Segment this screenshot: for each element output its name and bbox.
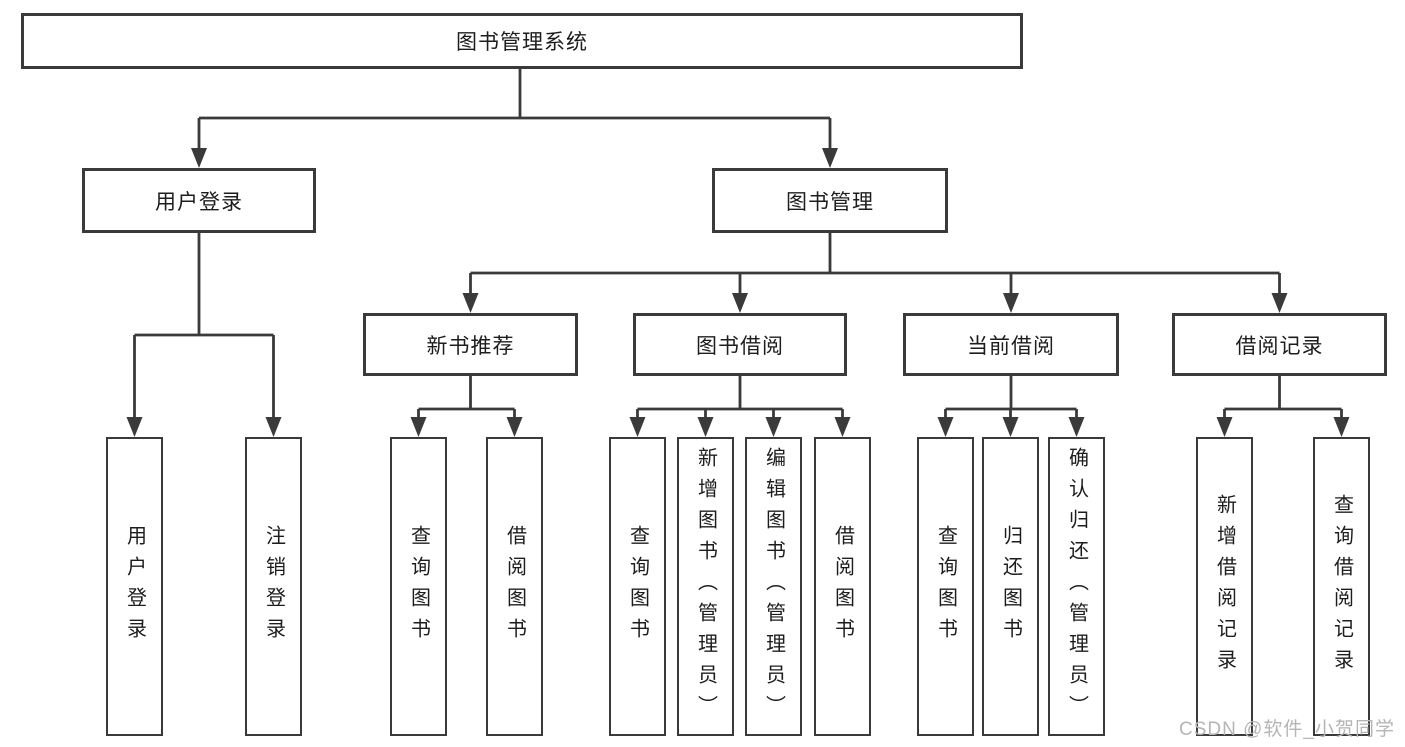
arrow-icon [937, 417, 954, 437]
arrow-icon [1003, 293, 1019, 313]
arrow-icon [265, 417, 282, 437]
leaf-edit-books-admin: 编辑图书（管理员） [745, 437, 802, 736]
leaf-user-login-label: 用户登录 [123, 524, 146, 649]
node-borrow-records: 借阅记录 [1172, 313, 1387, 376]
arrowheads [126, 148, 1350, 437]
leaf-logout: 注销登录 [245, 437, 302, 736]
leaf-add-borrow-record: 新增借阅记录 [1196, 437, 1253, 736]
node-new-book-recommend: 新书推荐 [363, 313, 578, 376]
node-new-book-recommend-label: 新书推荐 [426, 334, 515, 358]
connector-root [197, 69, 832, 150]
leaf-recommend-query-books: 查询图书 [390, 437, 447, 736]
arrow-icon [1216, 417, 1233, 437]
leaf-borrow-query-books: 查询图书 [609, 437, 666, 736]
leaf-borrow-query-books-label: 查询图书 [626, 524, 649, 649]
arrow-icon [629, 417, 646, 437]
node-book-management: 图书管理 [712, 168, 948, 233]
arrow-icon [1002, 417, 1019, 437]
leaf-add-books-admin-label: 新增图书（管理员） [694, 447, 717, 726]
watermark: CSDN @软件_小贺同学 [1179, 719, 1395, 740]
leaf-current-query-books: 查询图书 [917, 437, 974, 736]
arrow-icon [462, 293, 479, 313]
leaf-query-borrow-record-label: 查询借阅记录 [1330, 493, 1353, 680]
leaf-borrow-books: 借阅图书 [814, 437, 871, 736]
connector-book-borrow [636, 376, 844, 420]
arrow-icon [697, 417, 714, 437]
leaf-confirm-return-admin-label: 确认归还（管理员） [1065, 447, 1088, 726]
leaf-logout-label: 注销登录 [262, 524, 285, 649]
arrow-icon [765, 417, 782, 437]
arrow-icon [191, 148, 207, 168]
arrow-icon [822, 148, 838, 168]
node-borrow-records-label: 借阅记录 [1235, 334, 1324, 358]
leaf-edit-books-admin-label: 编辑图书（管理员） [762, 447, 785, 726]
connector-borrow-records [1223, 376, 1343, 420]
node-current-borrow: 当前借阅 [903, 313, 1119, 376]
leaf-add-books-admin: 新增图书（管理员） [677, 437, 734, 736]
leaf-borrow-books-label: 借阅图书 [831, 524, 854, 649]
leaf-add-borrow-record-label: 新增借阅记录 [1213, 493, 1236, 680]
arrow-icon [126, 417, 143, 437]
arrow-icon [1271, 293, 1288, 313]
arrow-icon [410, 417, 427, 437]
connector-user-login [133, 233, 275, 420]
connector-book-management [469, 233, 1281, 295]
arrow-icon [834, 417, 851, 437]
leaf-return-books-label: 归还图书 [999, 524, 1022, 649]
leaf-user-login: 用户登录 [106, 437, 163, 736]
leaf-confirm-return-admin: 确认归还（管理员） [1048, 437, 1105, 736]
connector-current-borrow [944, 376, 1078, 420]
arrow-icon [732, 293, 748, 313]
leaf-return-books: 归还图书 [982, 437, 1039, 736]
leaf-current-query-books-label: 查询图书 [934, 524, 957, 649]
node-root-label: 图书管理系统 [456, 31, 588, 54]
leaf-recommend-query-books-label: 查询图书 [407, 524, 430, 649]
node-user-login: 用户登录 [82, 168, 316, 233]
node-user-login-label: 用户登录 [155, 190, 243, 214]
leaf-query-borrow-record: 查询借阅记录 [1313, 437, 1370, 736]
connector-new-book-recommend [417, 376, 516, 420]
arrow-icon [1333, 417, 1350, 437]
leaf-recommend-borrow-books-label: 借阅图书 [503, 524, 526, 649]
leaf-recommend-borrow-books: 借阅图书 [486, 437, 543, 736]
node-root: 图书管理系统 [21, 13, 1023, 69]
node-book-management-label: 图书管理 [786, 190, 874, 214]
node-book-borrow: 图书借阅 [633, 313, 847, 376]
node-book-borrow-label: 图书借阅 [696, 334, 784, 358]
node-current-borrow-label: 当前借阅 [967, 334, 1055, 358]
arrow-icon [1068, 417, 1085, 437]
arrow-icon [506, 417, 523, 437]
